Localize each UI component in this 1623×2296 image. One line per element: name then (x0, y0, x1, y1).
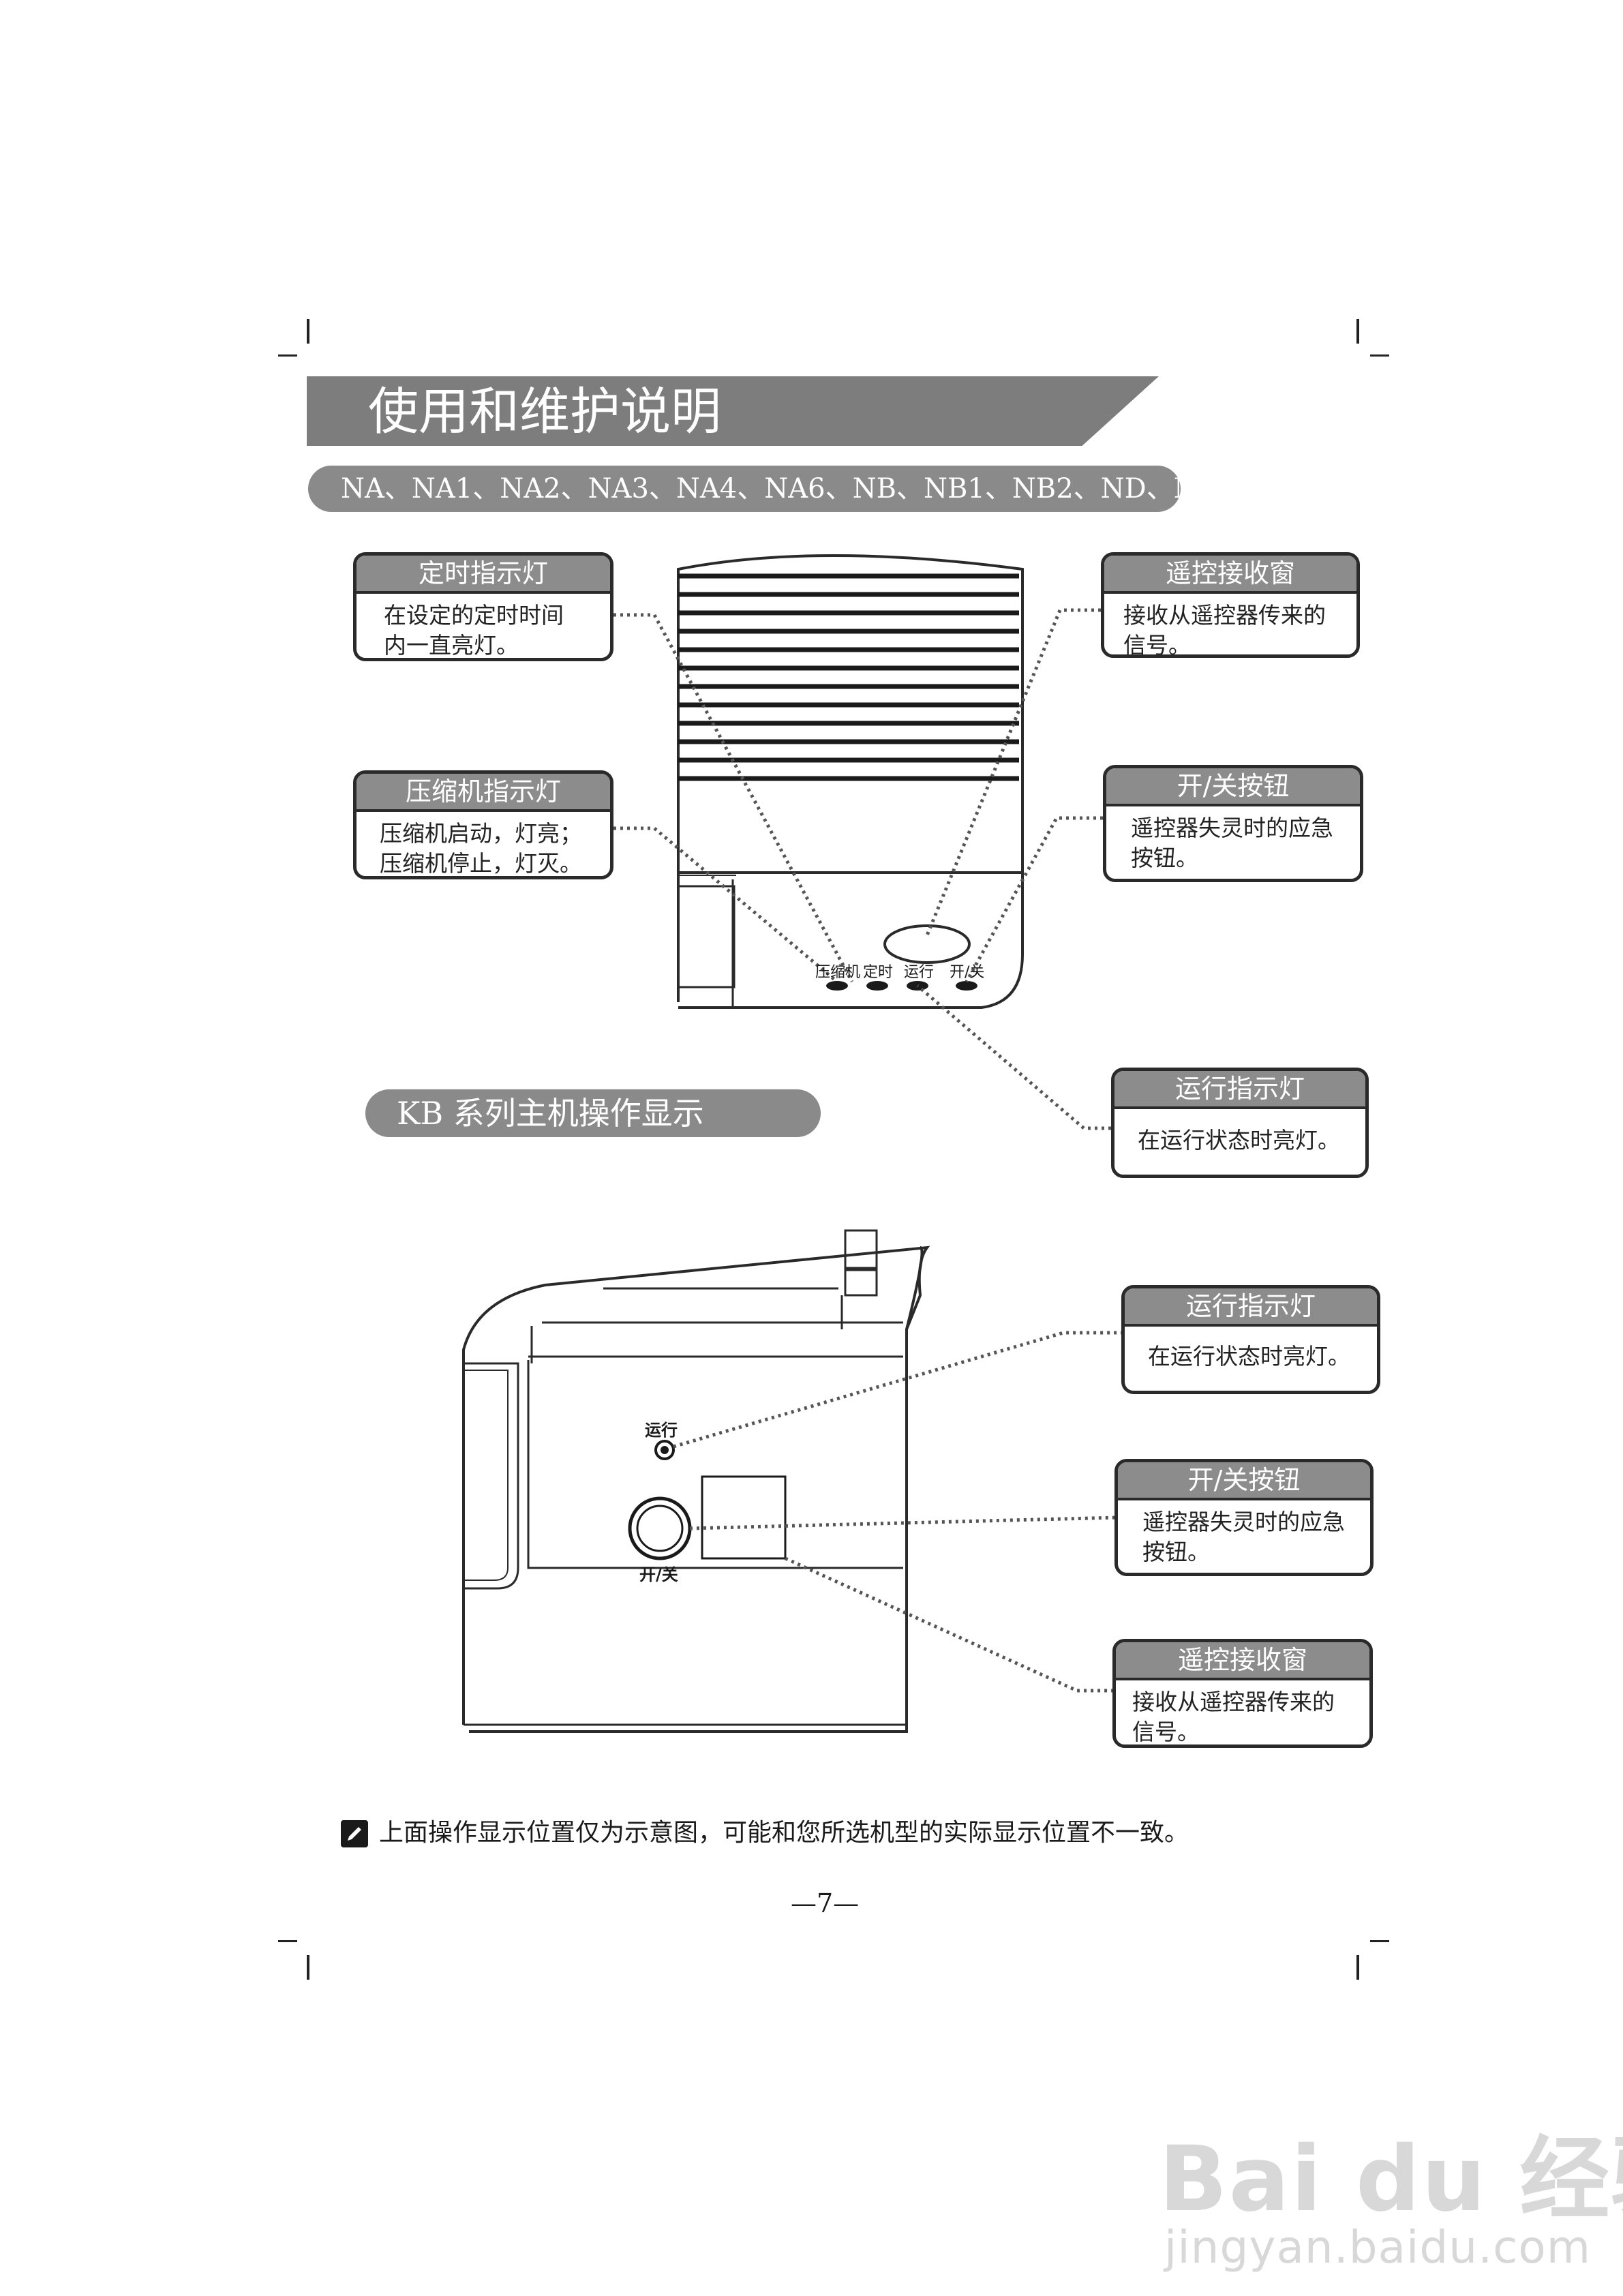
watermark-logo: Bai du 经验 (1159, 2127, 1623, 2232)
callout-line: 遥控器失灵时的应急 (1131, 815, 1333, 841)
section-title: 使用和维护说明 (368, 382, 721, 441)
na-callout-remote-window: 遥控接收窗 接收从遥控器传来的 信号。 (1101, 552, 1360, 658)
callout-line: 接收从遥控器传来的 (1123, 602, 1326, 629)
crop-mark (278, 354, 297, 357)
callout-title: 压缩机指示灯 (357, 774, 610, 812)
crop-mark (1356, 319, 1359, 344)
callout-line: 压缩机停止，灯灭。 (380, 850, 582, 877)
callout-title: 开/关按钮 (1106, 768, 1360, 806)
kb-callout-remote-window: 遥控接收窗 接收从遥控器传来的 信号。 (1112, 1639, 1373, 1748)
na-callout-run: 运行指示灯 在运行状态时亮灯。 (1111, 1068, 1369, 1178)
na-label-timer: 定时 (863, 964, 894, 981)
na-callout-power-button: 开/关按钮 遥控器失灵时的应急 按钮。 (1103, 765, 1363, 882)
callout-line: 压缩机启动，灯亮； (380, 820, 582, 847)
callout-title: 遥控接收窗 (1104, 556, 1356, 594)
callout-line: 按钮。 (1142, 1539, 1210, 1565)
callout-title: 定时指示灯 (357, 556, 610, 594)
watermark-url: jingyan.baidu.com (1164, 2221, 1592, 2274)
na-timer-led (866, 981, 888, 991)
callout-title: 开/关按钮 (1118, 1462, 1370, 1500)
callout-title: 运行指示灯 (1125, 1288, 1377, 1327)
na-label-compressor: 压缩机 (815, 964, 861, 981)
kb-callout-run: 运行指示灯 在运行状态时亮灯。 (1121, 1285, 1380, 1394)
callout-line: 信号。 (1132, 1719, 1200, 1745)
kb-label-power: 开/关 (639, 1565, 678, 1584)
crop-mark (1370, 354, 1389, 357)
callout-line: 在运行状态时亮灯。 (1148, 1343, 1350, 1370)
callout-line: 在设定的定时时间 (384, 602, 564, 629)
kb-power-button (628, 1496, 692, 1560)
footnote: 上面操作显示位置仅为示意图，可能和您所选机型的实际显示位置不一致。 (379, 1819, 1189, 1847)
series2-label: KB 系列主机操作显示 (365, 1089, 821, 1137)
pencil-icon (341, 1820, 368, 1847)
kb-callout-power-button: 开/关按钮 遥控器失灵时的应急 按钮。 (1114, 1459, 1374, 1576)
na-grille (678, 573, 1019, 781)
callout-line: 信号。 (1123, 632, 1191, 658)
na-power-button (956, 981, 977, 991)
section-title-band (307, 376, 1159, 446)
crop-mark (1356, 1955, 1359, 1980)
na-callout-compressor: 压缩机指示灯 压缩机启动，灯亮； 压缩机停止，灯灭。 (353, 770, 613, 879)
na-label-power: 开/关 (950, 964, 985, 981)
callout-line: 遥控器失灵时的应急 (1142, 1509, 1345, 1535)
crop-mark (278, 1940, 297, 1942)
na-remote-window (883, 924, 971, 964)
callout-title: 运行指示灯 (1114, 1071, 1365, 1109)
callout-title: 遥控接收窗 (1116, 1642, 1369, 1680)
crop-mark (307, 1955, 309, 1980)
kb-label-run: 运行 (645, 1421, 678, 1440)
kb-remote-window (701, 1475, 787, 1560)
crop-mark (1370, 1940, 1389, 1942)
callout-line: 接收从遥控器传来的 (1132, 1689, 1335, 1715)
callout-line: 在运行状态时亮灯。 (1138, 1127, 1340, 1153)
callout-line: 按钮。 (1131, 845, 1198, 871)
na-callout-timer: 定时指示灯 在设定的定时时间 内一直亮灯。 (353, 552, 613, 661)
page-number: —7— (791, 1888, 860, 1918)
crop-mark (307, 319, 309, 344)
kb-run-led (654, 1440, 675, 1460)
na-label-run: 运行 (904, 964, 935, 981)
na-compressor-led (826, 981, 848, 991)
callout-line: 内一直亮灯。 (384, 632, 519, 659)
